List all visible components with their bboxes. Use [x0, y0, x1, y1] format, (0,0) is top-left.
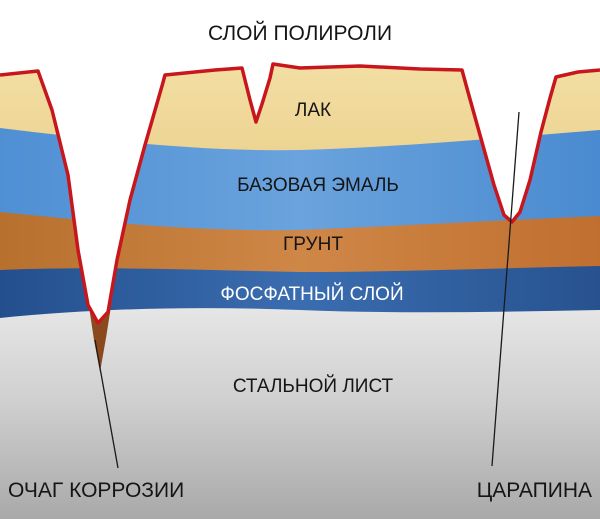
- steel-sheet-label: СТАЛЬНОЙ ЛИСТ: [233, 375, 394, 397]
- primer-label: ГРУНТ: [283, 234, 343, 255]
- scratch-leader-line: [491, 111, 520, 467]
- phosphate-label: ФОСФАТНЫЙ СЛОЙ: [220, 283, 403, 305]
- corrosion-leader-line: [94, 339, 119, 469]
- scratch-callout-label: ЦАРАПИНА: [477, 479, 592, 502]
- base-enamel-label: БАЗОВАЯ ЭМАЛЬ: [237, 175, 399, 196]
- polish-layer-outline: [0, 62, 600, 325]
- lacquer-label: ЛАК: [295, 100, 331, 121]
- corrosion-callout-label: ОЧАГ КОРРОЗИИ: [8, 479, 184, 502]
- polish-layer-label: СЛОЙ ПОЛИРОЛИ: [208, 21, 392, 45]
- steel-sheet-layer: [0, 308, 600, 519]
